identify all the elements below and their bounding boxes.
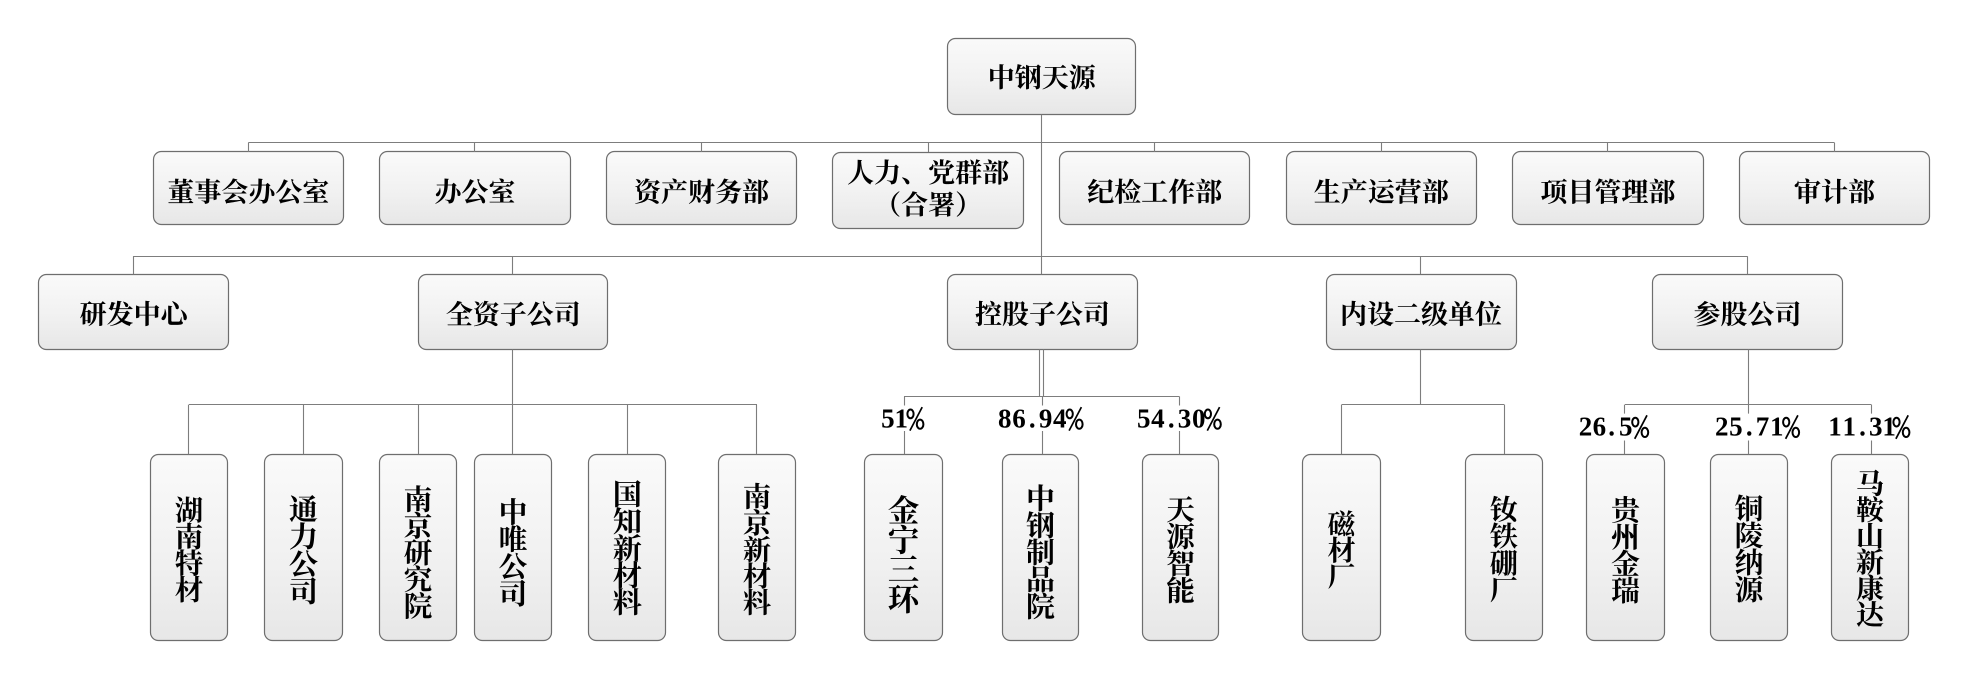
svg-text:86.94: 86.94 — [998, 404, 1067, 434]
svg-text:54.30: 54.30 — [1137, 404, 1206, 434]
svg-text:11.31: 11.31 — [1828, 412, 1896, 442]
svg-text:26.5: 26.5 — [1579, 412, 1633, 442]
svg-text:51: 51 — [881, 404, 908, 434]
svg-text:25.71: 25.71 — [1715, 412, 1784, 442]
